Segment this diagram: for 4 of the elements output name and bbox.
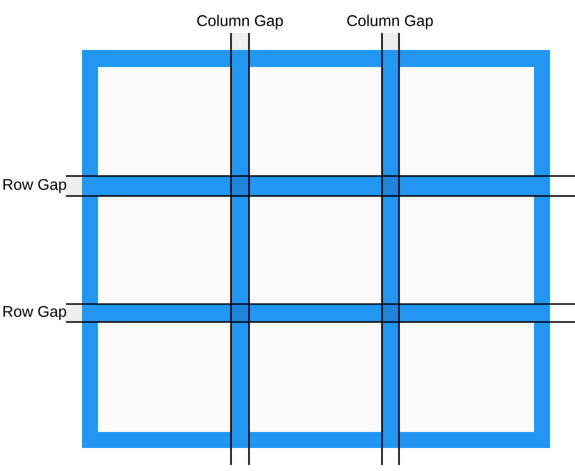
gap-label: Column Gap: [347, 14, 433, 30]
gap-label: Column Gap: [197, 14, 283, 30]
gap-label: Row Gap: [3, 178, 66, 194]
gap-label: Row Gap: [3, 306, 66, 320]
